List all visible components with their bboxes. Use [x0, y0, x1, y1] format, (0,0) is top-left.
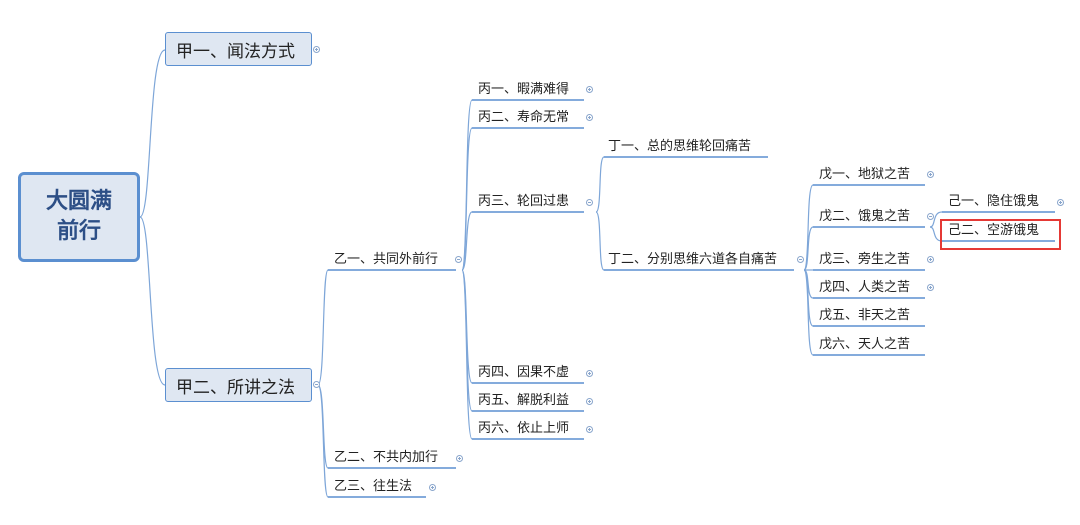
expand-plus-icon[interactable]	[586, 426, 593, 433]
connector-root-jia2	[139, 216, 166, 386]
node-ji1[interactable]: 己一、隐住饿鬼	[948, 194, 1040, 209]
collapse-minus-icon[interactable]	[313, 381, 320, 388]
connector-jia2-yi3	[317, 384, 329, 498]
connector-ding2-wu6	[803, 269, 814, 356]
root-title-line1: 大圆满	[45, 189, 112, 214]
expand-plus-icon[interactable]	[586, 86, 593, 93]
root-node[interactable]: 大圆满 前行	[18, 172, 140, 262]
node-bing1[interactable]: 丙一、暇满难得	[478, 82, 570, 97]
collapse-minus-icon[interactable]	[797, 256, 804, 263]
connector-ding2-wu2	[803, 226, 814, 271]
expand-plus-icon[interactable]	[456, 455, 463, 462]
node-bing4[interactable]: 丙四、因果不虚	[478, 365, 570, 380]
connector-wu2-ji1	[929, 211, 943, 228]
expand-plus-icon[interactable]	[586, 398, 593, 405]
root-title-line2: 前行	[56, 219, 101, 244]
node-bing2[interactable]: 丙二、寿命无常	[478, 110, 570, 125]
connector-bing3-ding1	[595, 156, 605, 213]
expand-plus-icon[interactable]	[927, 256, 934, 263]
node-ding2[interactable]: 丁二、分别思维六道各自痛苦	[608, 252, 778, 267]
node-wu6[interactable]: 戊六、天人之苦	[819, 337, 911, 352]
expand-plus-icon[interactable]	[429, 484, 436, 491]
node-yi2[interactable]: 乙二、不共内加行	[334, 450, 439, 465]
connector-wu2-ji2	[929, 226, 943, 242]
node-bing6[interactable]: 丙六、依止上师	[478, 421, 570, 436]
connector-yi1-bing6	[461, 269, 473, 440]
connector-bing3-ding2	[595, 211, 605, 271]
expand-plus-icon[interactable]	[1057, 199, 1064, 206]
node-jia1-label: 甲一、闻法方式	[176, 41, 295, 62]
node-yi3[interactable]: 乙三、往生法	[334, 479, 413, 494]
node-ji2[interactable]: 己二、空游饿鬼	[948, 223, 1040, 238]
collapse-minus-icon[interactable]	[586, 199, 593, 206]
node-jia2[interactable]: 甲二、所讲之法	[165, 368, 312, 402]
connector-root-jia1	[139, 49, 166, 218]
node-wu5[interactable]: 戊五、非天之苦	[819, 308, 911, 323]
collapse-minus-icon[interactable]	[455, 256, 462, 263]
connector-jia2-yi1	[317, 269, 329, 386]
node-ding1[interactable]: 丁一、总的思维轮回痛苦	[608, 139, 752, 154]
node-yi1[interactable]: 乙一、共同外前行	[334, 252, 439, 267]
node-bing5[interactable]: 丙五、解脱利益	[478, 393, 570, 408]
selection-highlight-box	[940, 219, 1061, 250]
node-wu2[interactable]: 戊二、饿鬼之苦	[819, 209, 911, 224]
node-wu1[interactable]: 戊一、地狱之苦	[819, 167, 911, 182]
expand-plus-icon[interactable]	[313, 46, 320, 53]
node-wu3[interactable]: 戊三、旁生之苦	[819, 252, 911, 267]
expand-plus-icon[interactable]	[586, 114, 593, 121]
node-wu4[interactable]: 戊四、人类之苦	[819, 280, 911, 295]
node-jia1[interactable]: 甲一、闻法方式	[165, 32, 312, 66]
node-jia2-label: 甲二、所讲之法	[176, 377, 295, 398]
expand-plus-icon[interactable]	[927, 171, 934, 178]
collapse-minus-icon[interactable]	[927, 213, 934, 220]
connector-yi1-bing2	[461, 127, 473, 271]
node-bing3[interactable]: 丙三、轮回过患	[478, 194, 570, 209]
connector-yi1-bing3	[461, 211, 473, 271]
expand-plus-icon[interactable]	[927, 284, 934, 291]
expand-plus-icon[interactable]	[586, 370, 593, 377]
